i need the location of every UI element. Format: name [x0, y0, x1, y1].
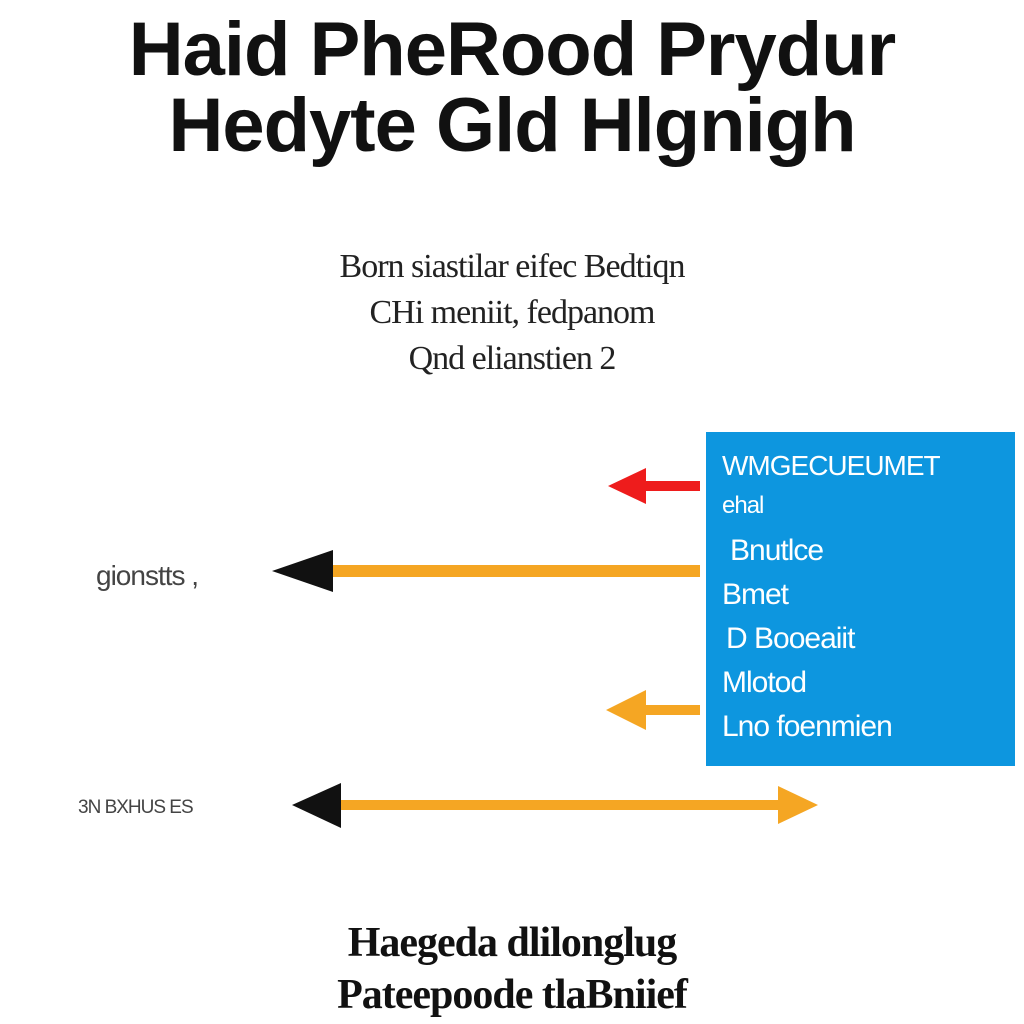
panel-line: Mlotod	[722, 666, 807, 699]
title-line-2: Hedyte Gld Hlgnigh	[168, 83, 856, 168]
double-arrow	[292, 783, 818, 828]
info-panel: WMGECUEUMET ehal Bnutlce Bmet D Booeaiit…	[706, 432, 1015, 766]
orange-arrow-long-left	[272, 550, 700, 592]
black-arrow-head-left	[272, 550, 333, 592]
footer-line-2: Pateepoode tlaBniief	[337, 972, 688, 1018]
side-label-upper: gionstts ,	[96, 560, 199, 591]
subtitle-line-1: Born siastilar eifec Bedtiqn	[339, 248, 686, 285]
side-label-lower: 3N BXHUS ES	[78, 797, 194, 818]
panel-line: Lno foenmien	[722, 710, 893, 743]
footer-line-1: Haegeda dlilonglug	[347, 920, 678, 966]
red-arrow-left	[608, 468, 700, 504]
black-arrow-head-left	[292, 783, 341, 828]
panel-line: Bnutlce	[730, 534, 824, 567]
orange-arrow-short-left	[606, 690, 700, 730]
subtitle-line-3: Qnd elianstien 2	[408, 340, 617, 377]
panel-line: D Booeaiit	[726, 622, 855, 655]
panel-line: ehal	[722, 492, 764, 519]
panel-line: WMGECUEUMET	[722, 450, 941, 481]
red-arrow-head	[608, 468, 646, 504]
title-line-1: Haid PheRood Prydur	[128, 7, 896, 92]
orange-arrow-head-right	[778, 786, 818, 824]
panel-line: Bmet	[722, 578, 789, 611]
orange-short-arrow-head	[606, 690, 646, 730]
subtitle-line-2: CHi meniit, fedpanom	[369, 294, 655, 331]
